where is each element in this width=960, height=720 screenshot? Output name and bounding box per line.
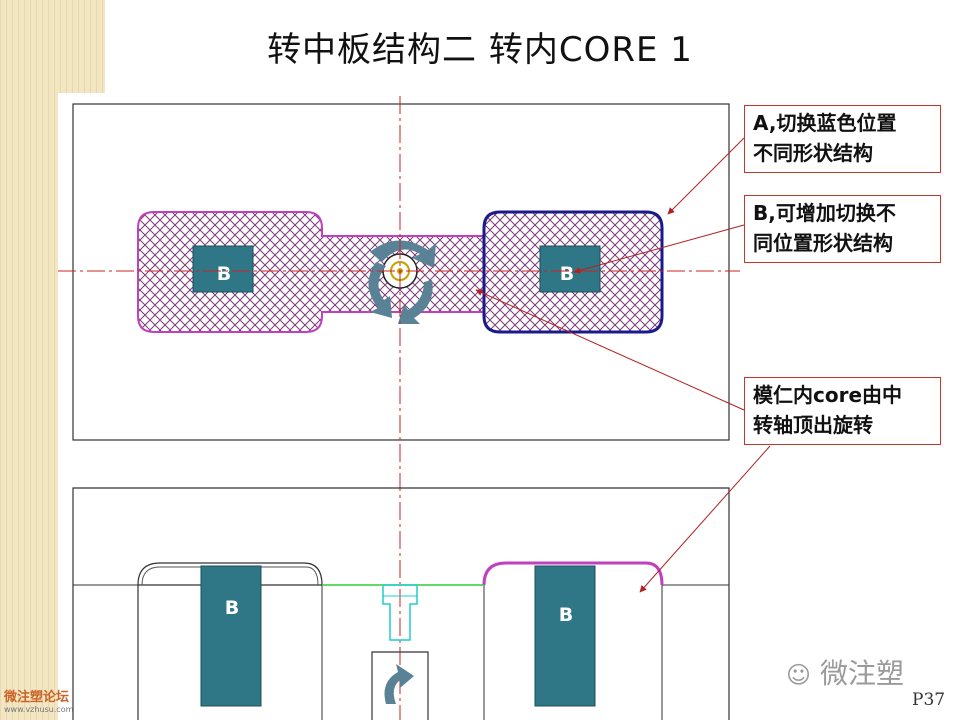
- left-pocket-outline: [137, 562, 323, 720]
- leader-b: [573, 224, 745, 274]
- block-b-top-left: [192, 245, 254, 293]
- watermark-left: 微注塑论坛 www.vzhusu.com: [4, 686, 73, 714]
- rotation-arrow-right: [398, 280, 433, 324]
- rotation-arrow-left: [368, 262, 392, 318]
- block-b-bottom-left: [200, 565, 262, 707]
- callout-a-line: 不同形状结构: [753, 141, 873, 165]
- leader-c-top: [475, 289, 745, 411]
- leader-a: [667, 137, 745, 215]
- callout-c-line: 模仁内core由中: [753, 383, 903, 407]
- callout-b-line: 同位置形状结构: [753, 231, 893, 255]
- watermark-right-text: 微注塑: [819, 657, 904, 690]
- wechat-icon: ☺: [786, 661, 812, 689]
- shaft-housing: [371, 651, 429, 720]
- block-b-label: B: [559, 604, 573, 626]
- callout-b-line: B,可增加切换不: [753, 201, 896, 225]
- callout-a-line: A,切换蓝色位置: [753, 111, 897, 135]
- callout-b: B,可增加切换不 同位置形状结构: [744, 195, 941, 263]
- callout-c: 模仁内core由中 转轴顶出旋转: [744, 377, 941, 445]
- block-b-bottom-right: [534, 565, 596, 707]
- rotation-shaft: [382, 584, 418, 641]
- page-number: P37: [912, 690, 946, 710]
- bottom-plate-outline: [72, 487, 730, 720]
- watermark-brand: 微注塑论坛: [4, 690, 70, 705]
- block-b-label: B: [225, 597, 239, 619]
- right-pocket-outline: [482, 561, 664, 586]
- block-b-top-right: [539, 245, 601, 293]
- callout-a: A,切换蓝色位置 不同形状结构: [744, 105, 941, 173]
- leader-c-bottom: [639, 445, 771, 593]
- watermark-url: www.vzhusu.com: [4, 705, 74, 714]
- slide-title: 转中板结构二 转内CORE 1: [267, 30, 693, 70]
- shaft-rotation-arrow: [384, 664, 414, 704]
- rotating-core-left: [137, 211, 485, 333]
- watermark-right: ☺ 微注塑: [786, 652, 904, 692]
- top-plate-outline: [72, 103, 730, 441]
- block-b-label: B: [560, 263, 574, 285]
- callout-c-line: 转轴顶出旋转: [753, 413, 873, 437]
- rotation-arrow-top: [370, 240, 436, 268]
- block-b-label: B: [217, 263, 231, 285]
